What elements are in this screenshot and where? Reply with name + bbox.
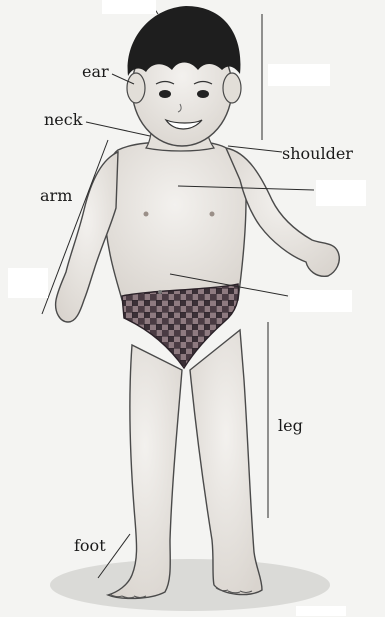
label-arm: arm xyxy=(40,188,72,204)
blank-label-box xyxy=(290,290,352,312)
blank-label-box xyxy=(8,268,48,298)
ground-shadow xyxy=(50,559,330,611)
blank-label-box xyxy=(316,180,366,206)
blank-label-box xyxy=(102,0,156,14)
label-foot: foot xyxy=(74,538,106,554)
left-ear xyxy=(127,73,145,103)
label-shoulder: shoulder xyxy=(282,146,353,162)
left-leg xyxy=(108,345,182,598)
label-neck: neck xyxy=(44,112,82,128)
blank-label-box xyxy=(268,64,330,86)
neck-line xyxy=(86,122,150,136)
label-ear: ear xyxy=(82,64,109,80)
torso xyxy=(104,142,246,300)
label-leg: leg xyxy=(278,418,303,434)
blank-label-box xyxy=(296,606,346,616)
right-ear xyxy=(223,73,241,103)
right-leg xyxy=(190,330,262,595)
